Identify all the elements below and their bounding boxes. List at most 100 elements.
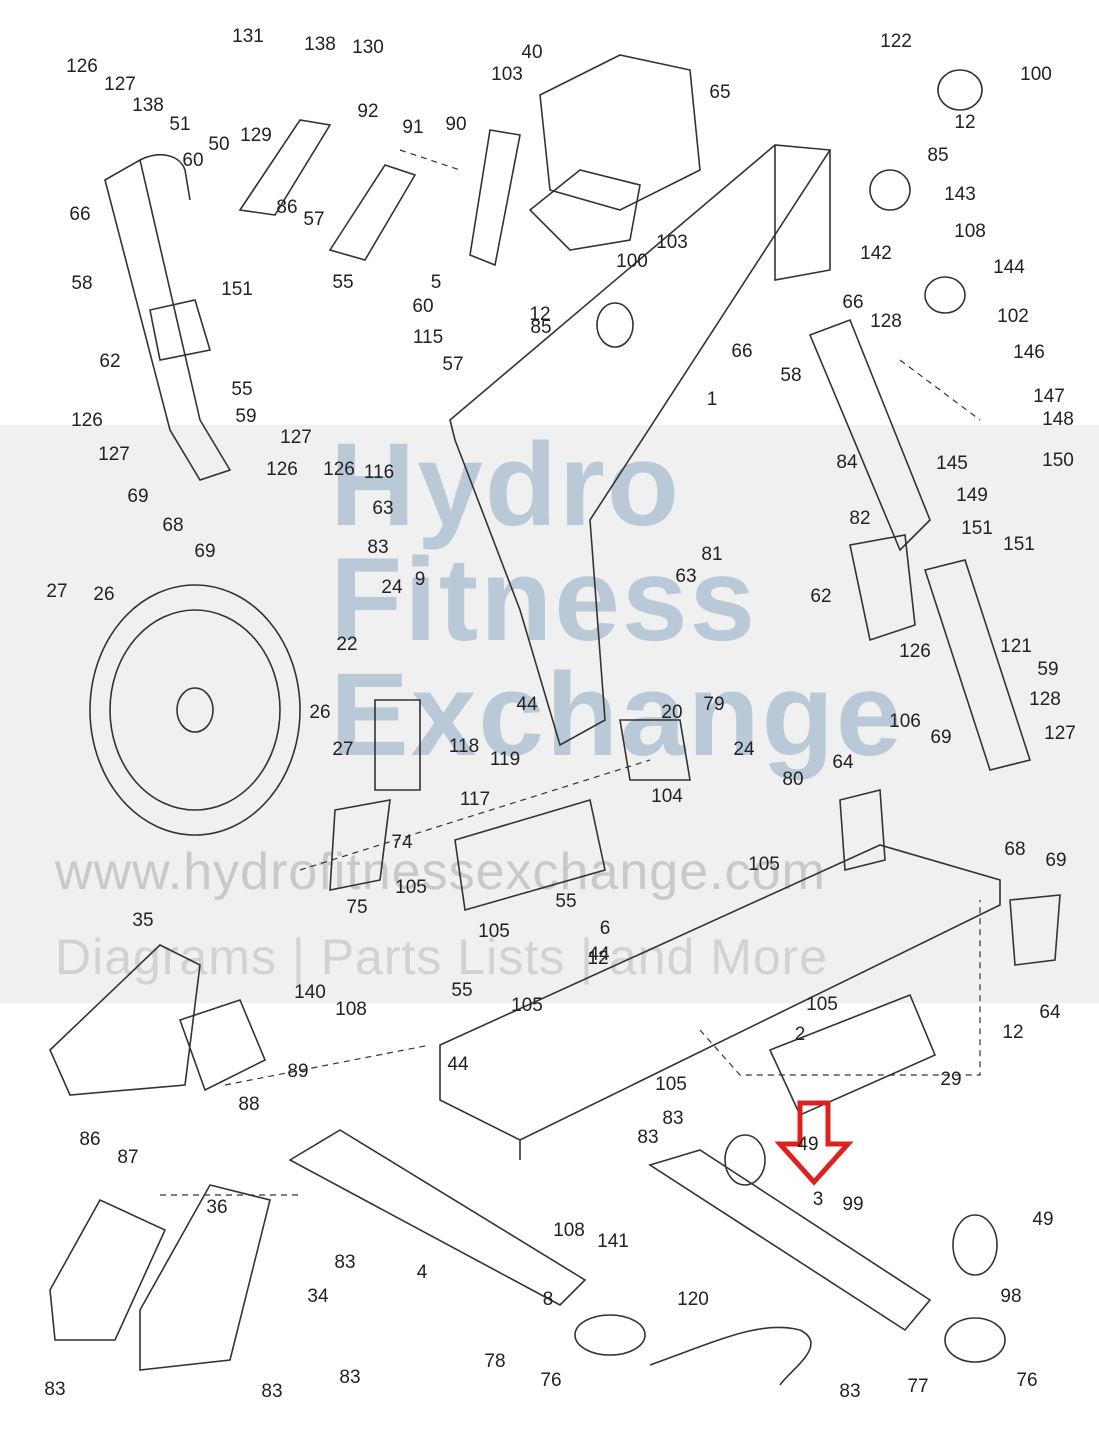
- part-number-label: 128: [1029, 689, 1061, 710]
- part-number-label: 119: [490, 749, 520, 770]
- part-number-label: 60: [182, 150, 203, 171]
- part-number-label: 146: [1013, 342, 1045, 363]
- part-number-label: 122: [880, 31, 912, 52]
- part-number-label: 65: [709, 82, 730, 103]
- part-number-label: 26: [309, 702, 330, 723]
- part-number-label: 2: [795, 1024, 806, 1045]
- part-number-label: 108: [335, 999, 367, 1020]
- part-number-label: 99: [842, 1194, 863, 1215]
- part-number-label: 57: [442, 354, 463, 375]
- part-number-label: 12: [1002, 1022, 1023, 1043]
- part-number-label: 62: [810, 586, 831, 607]
- part-number-label: 35: [132, 910, 153, 931]
- part-number-label: 49: [1032, 1209, 1053, 1230]
- watermark-text-fitness: Fitness: [330, 534, 758, 666]
- part-number-label: 44: [588, 944, 610, 965]
- part-number-label: 58: [780, 365, 801, 386]
- part-number-label: 105: [655, 1074, 687, 1095]
- part-number-label: 27: [332, 739, 353, 760]
- part-number-label: 62: [99, 351, 120, 372]
- part-number-label: 83: [334, 1252, 355, 1273]
- parts-drawing: [49, 54, 1061, 1386]
- part-number-label: 22: [336, 634, 357, 655]
- part-number-label: 55: [231, 379, 252, 400]
- part-number-label: 127: [280, 427, 312, 448]
- part-number-label: 149: [956, 485, 988, 506]
- part-number-label: 5: [431, 272, 442, 293]
- part-number-label: 83: [44, 1379, 65, 1400]
- part-number-label: 151: [221, 279, 253, 300]
- part-number-label: 108: [954, 221, 986, 242]
- part-labels: 1234568912121212202224242626272729343536…: [44, 26, 1075, 1402]
- part-number-label: 120: [677, 1289, 709, 1310]
- part-number-label: 80: [782, 769, 803, 790]
- part-number-label: 85: [530, 317, 551, 338]
- part-number-label: 116: [364, 462, 394, 483]
- part-number-label: 9: [415, 569, 426, 590]
- part-number-label: 126: [323, 459, 355, 480]
- part-number-label: 85: [927, 145, 948, 166]
- part-number-label: 68: [1004, 839, 1025, 860]
- part-number-label: 102: [997, 306, 1029, 327]
- part-number-label: 51: [169, 114, 190, 135]
- part-number-label: 121: [1000, 636, 1032, 657]
- part-number-label: 1: [707, 389, 718, 410]
- part-number-label: 83: [637, 1127, 658, 1148]
- part-number-label: 66: [69, 204, 90, 225]
- part-number-label: 148: [1042, 409, 1074, 430]
- part-number-label: 79: [703, 694, 724, 715]
- watermark-text-exchange: Exchange: [330, 649, 904, 781]
- part-number-label: 82: [849, 508, 870, 529]
- part-number-label: 66: [731, 341, 752, 362]
- part-number-label: 126: [266, 459, 298, 480]
- part-number-label: 145: [936, 453, 968, 474]
- part-number-label: 147: [1033, 386, 1065, 407]
- part-number-label: 76: [540, 1370, 561, 1391]
- part-number-label: 131: [232, 26, 264, 47]
- watermark-text-hydro: Hydro: [330, 419, 681, 551]
- watermark-url: www.hydrofitnessexchange.com: [55, 843, 826, 901]
- part-number-label: 90: [445, 114, 466, 135]
- part-number-label: 103: [491, 64, 523, 85]
- part-number-label: 98: [1000, 1286, 1021, 1307]
- part-number-label: 130: [352, 37, 384, 58]
- part-number-label: 59: [1037, 659, 1058, 680]
- part-number-label: 151: [1003, 534, 1035, 555]
- part-number-label: 127: [104, 74, 136, 95]
- part-number-label: 12: [587, 948, 608, 969]
- part-number-label: 78: [484, 1351, 505, 1372]
- part-number-label: 69: [194, 541, 215, 562]
- part-number-label: 40: [521, 42, 542, 63]
- part-number-label: 127: [1044, 723, 1076, 744]
- part-number-label: 66: [842, 292, 863, 313]
- part-number-label: 100: [616, 251, 648, 272]
- part-number-label: 88: [238, 1094, 259, 1115]
- part-number-label: 108: [553, 1220, 585, 1241]
- part-number-label: 76: [1016, 1370, 1037, 1391]
- part-number-label: 83: [662, 1108, 683, 1129]
- part-number-label: 44: [516, 694, 538, 715]
- part-number-label: 103: [656, 232, 688, 253]
- part-number-label: 12: [529, 304, 550, 325]
- part-number-label: 143: [944, 184, 976, 205]
- part-number-label: 105: [395, 877, 427, 898]
- part-number-label: 8: [543, 1289, 554, 1310]
- part-number-label: 104: [651, 786, 683, 807]
- part-number-label: 6: [600, 918, 611, 939]
- part-number-label: 105: [511, 995, 543, 1016]
- part-number-label: 55: [451, 980, 472, 1001]
- part-number-label: 105: [478, 921, 510, 942]
- part-number-label: 27: [46, 581, 67, 602]
- part-number-label: 69: [1045, 850, 1066, 871]
- part-number-label: 100: [1020, 64, 1052, 85]
- part-number-label: 87: [117, 1147, 138, 1168]
- highlight-arrow: [774, 1100, 854, 1186]
- part-number-label: 105: [806, 994, 838, 1015]
- part-number-label: 83: [261, 1381, 282, 1402]
- part-number-label: 83: [367, 537, 388, 558]
- part-number-label: 126: [71, 410, 103, 431]
- part-number-label: 44: [447, 1054, 469, 1075]
- part-number-label: 36: [206, 1197, 227, 1218]
- part-number-label: 127: [98, 444, 130, 465]
- part-number-label: 142: [860, 243, 892, 264]
